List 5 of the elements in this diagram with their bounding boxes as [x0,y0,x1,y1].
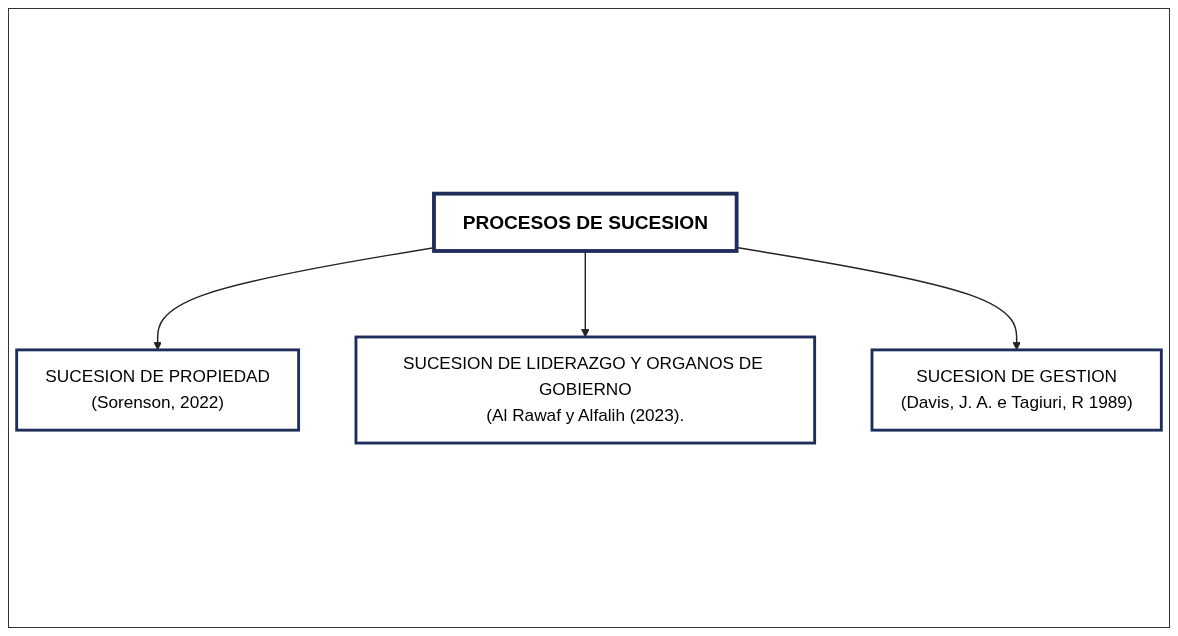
node-box: SUCESION DE PROPIEDAD (Sorenson, 2022) [15,348,301,432]
arrow [153,246,435,350]
node-box: SUCESION DE GESTION (Davis, J. A. e Tagiuri, R 1989) [870,348,1163,432]
node-box: PROCESOS DE SUCESION [432,191,739,253]
node-box: SUCESION DE LIDERAZGO Y ORGANOS DE GOBIERNO (Al Rawaf y Alfalih (2023). [354,335,817,445]
